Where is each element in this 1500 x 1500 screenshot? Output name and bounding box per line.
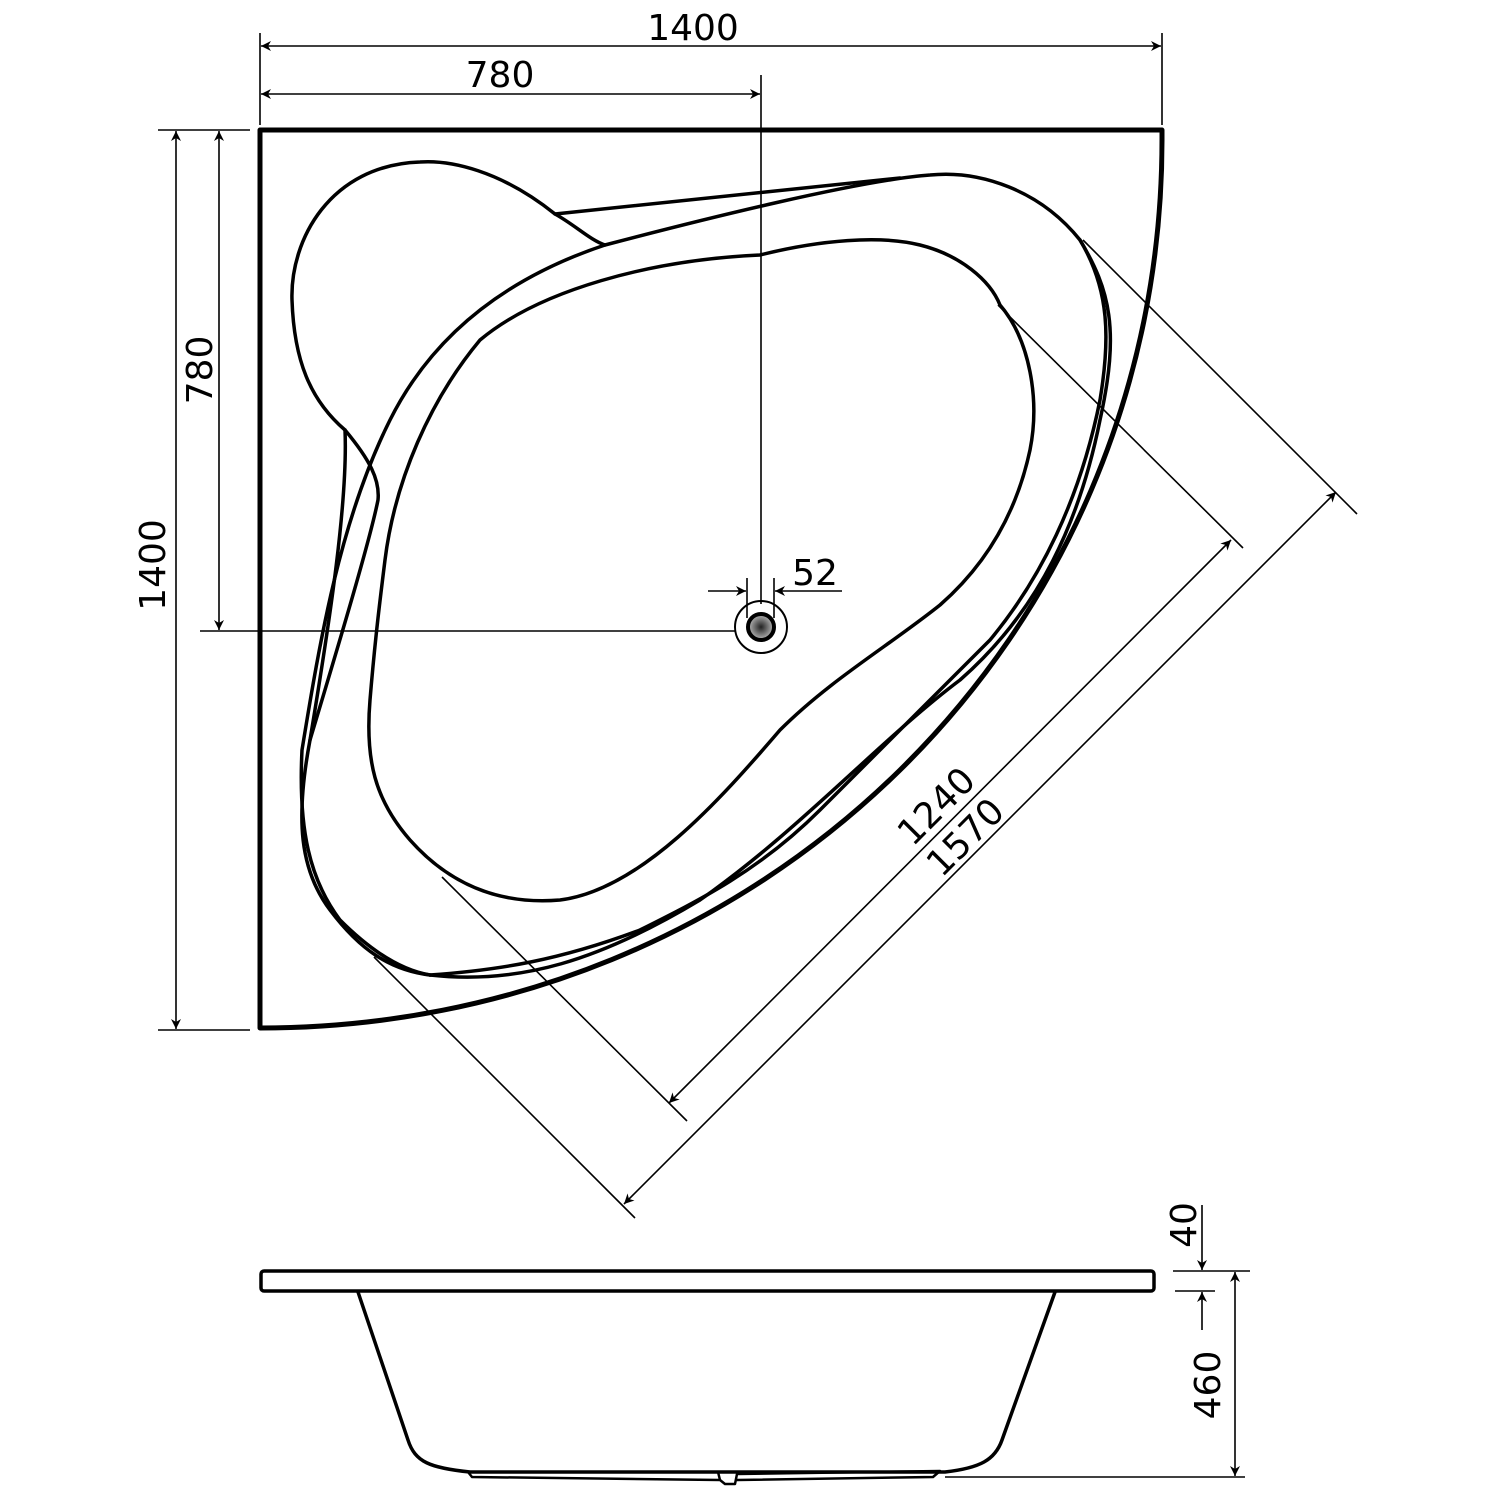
tub-rim-side <box>259 1269 1156 1293</box>
dim-label-left-drain-offset: 780 <box>180 336 221 405</box>
tub-middle-band <box>299 243 607 977</box>
drain-icon <box>746 612 776 642</box>
seat-ledge-left <box>308 428 348 742</box>
seat-ledge-top <box>553 176 902 216</box>
dim-label-top-drain-offset: 780 <box>466 55 535 96</box>
dim-label-rim-thickness: 40 <box>1164 1202 1205 1248</box>
diag-ext-inner-bottom <box>441 876 688 1122</box>
dim-label-depth: 460 <box>1188 1351 1229 1420</box>
dim-label-top-width: 1400 <box>647 8 739 49</box>
tub-body-side <box>356 1290 1057 1474</box>
diag-ext-outer-bottom <box>373 956 636 1219</box>
plan-view: 1400 780 1400 780 52 1240 1570 <box>133 8 1358 1219</box>
dim-label-left-height: 1400 <box>133 519 174 611</box>
tub-base-side <box>466 1469 942 1486</box>
diag-ext-outer-top <box>1082 239 1358 515</box>
dim-label-drain-diameter: 52 <box>792 553 838 594</box>
tub-rim-outline <box>290 160 1113 979</box>
dim-line-diag-1570 <box>623 491 1337 1205</box>
tub-middle-band-right <box>428 238 1108 977</box>
side-view: 40 460 <box>259 1202 1250 1486</box>
